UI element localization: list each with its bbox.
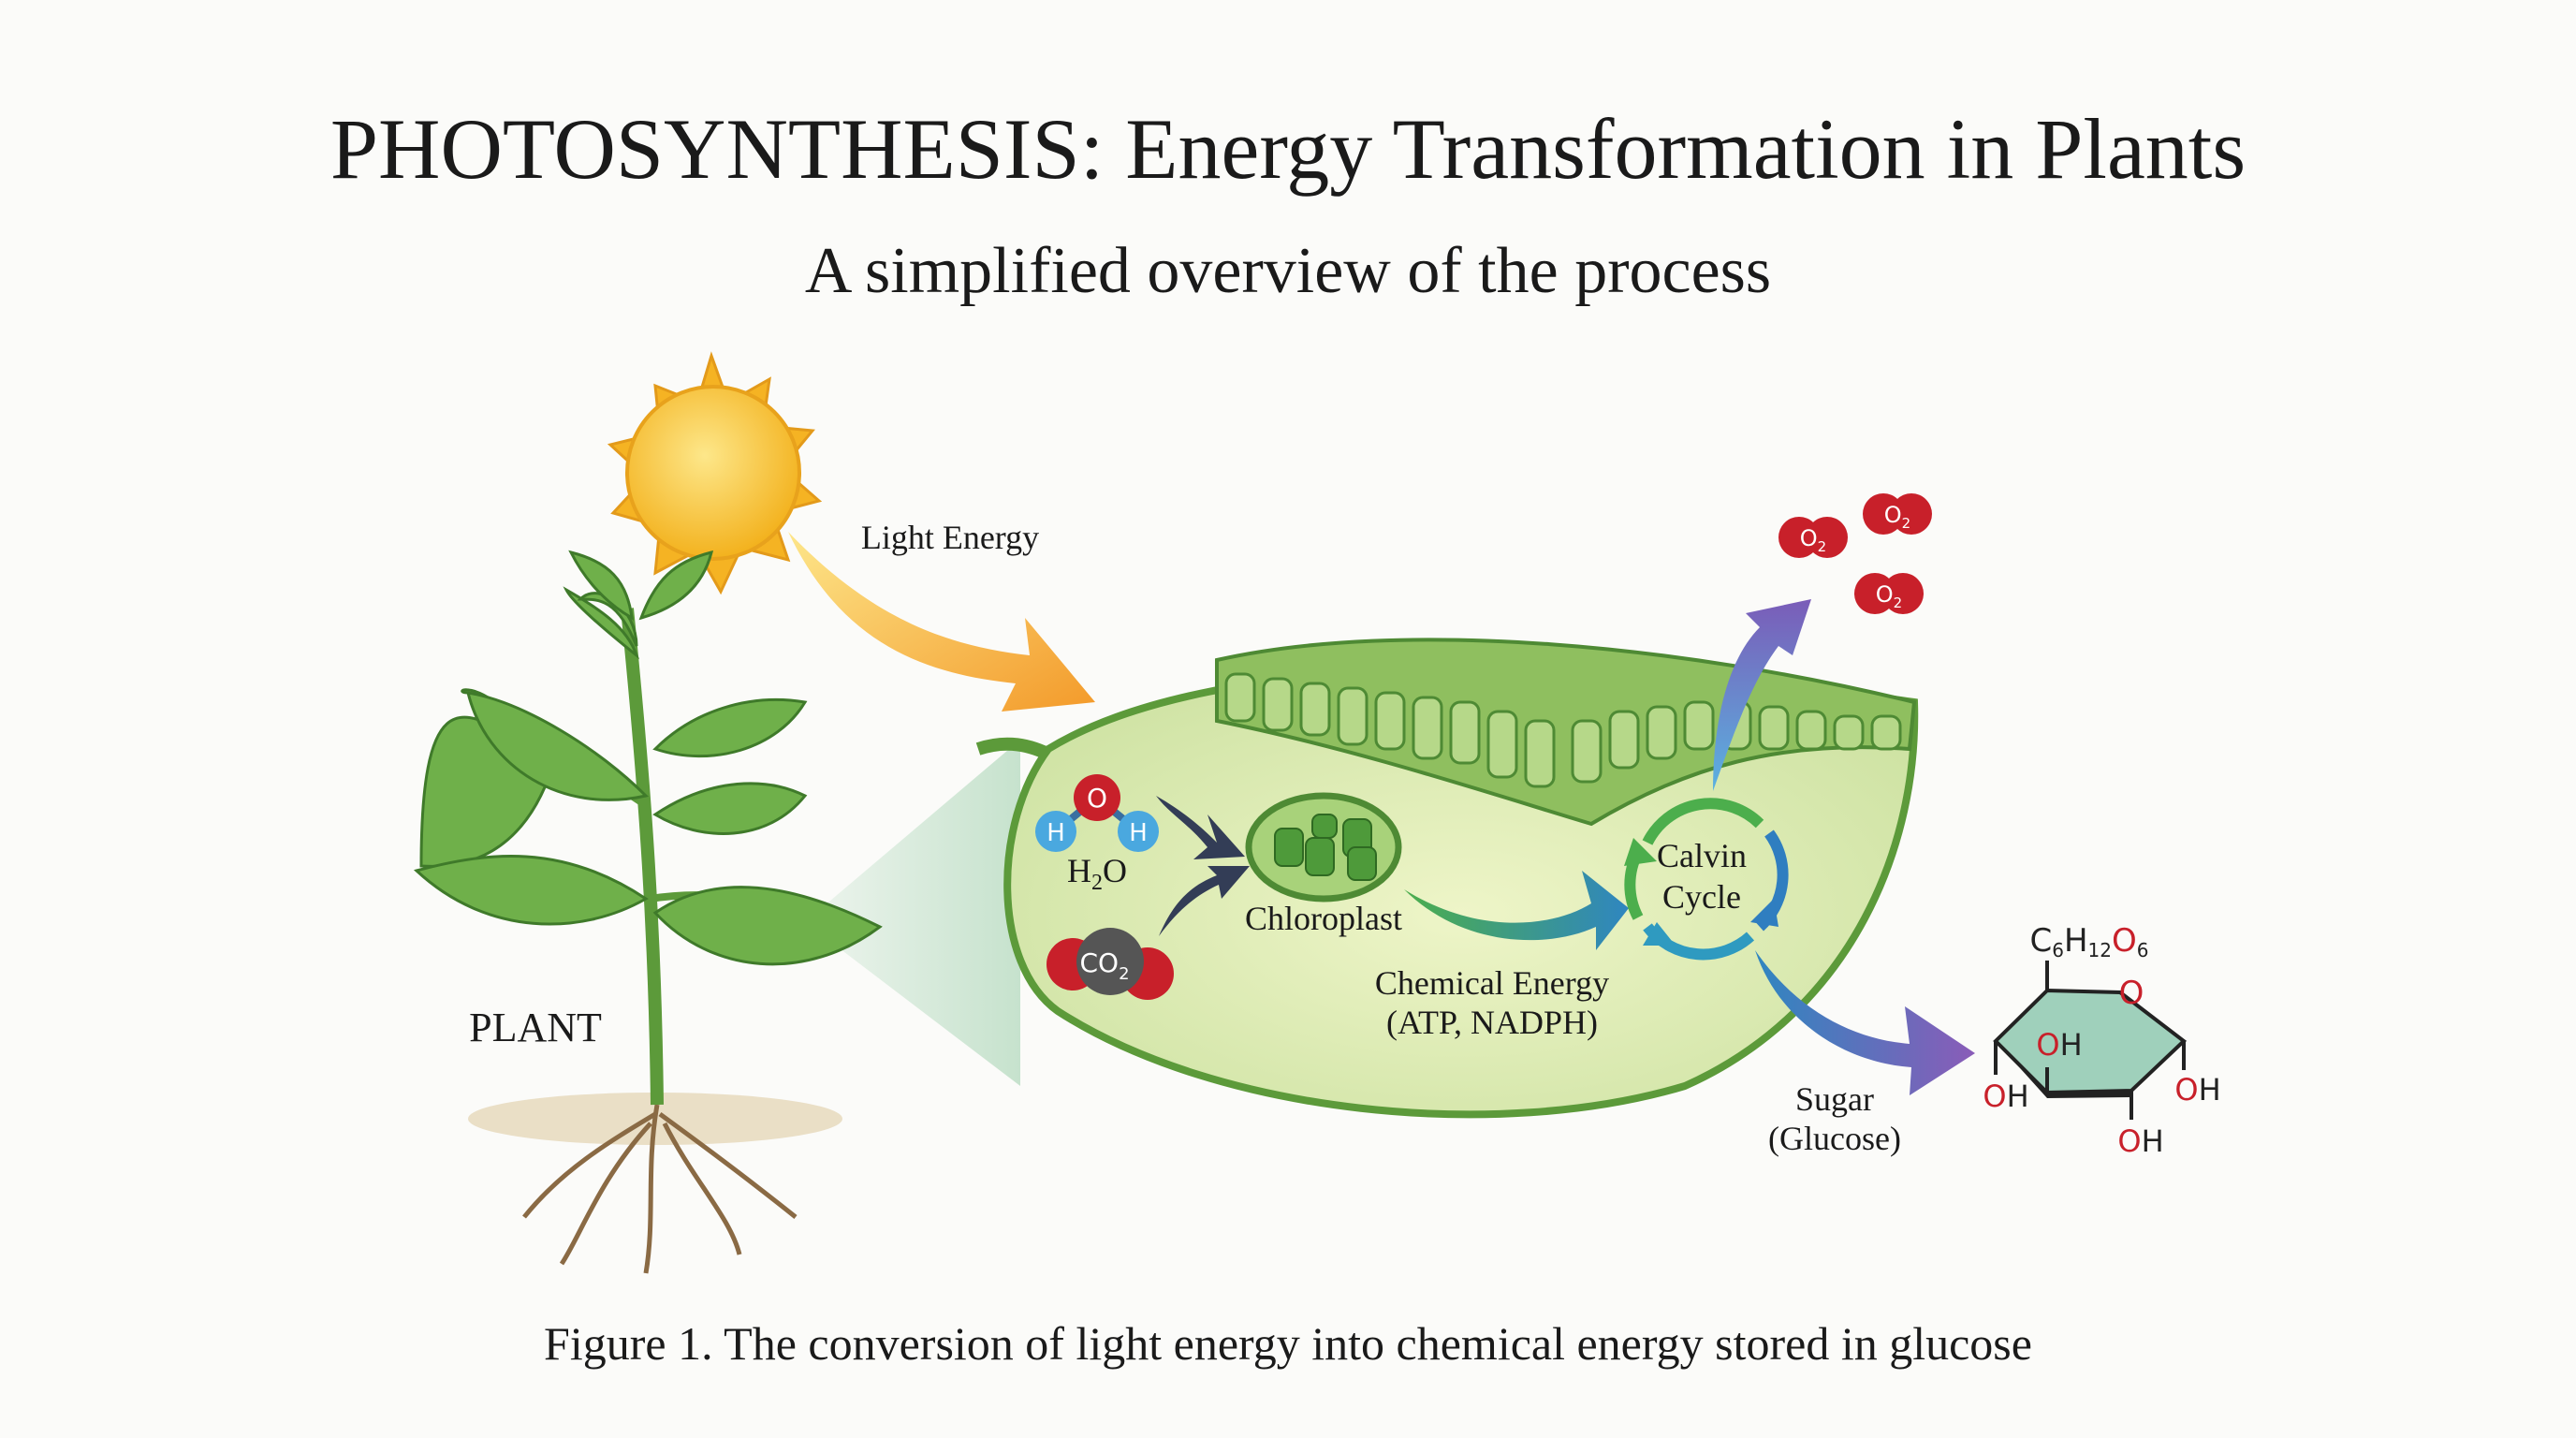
hydroxyl-group: OH bbox=[1983, 1078, 2028, 1114]
ring-oxygen: O bbox=[2119, 975, 2144, 1012]
water-molecule: O H H bbox=[1035, 774, 1159, 852]
oxygen-molecule: O2 bbox=[1778, 517, 1848, 558]
input-arrow bbox=[1159, 866, 1250, 936]
light-energy-arrow bbox=[788, 532, 1095, 712]
input-arrow bbox=[1156, 796, 1245, 859]
water-hydrogen-atom: H bbox=[1129, 819, 1148, 847]
oxygen-arrow bbox=[1713, 599, 1811, 791]
water-oxygen-atom: O bbox=[1087, 783, 1107, 814]
calvin-cycle-icon bbox=[1624, 798, 1789, 961]
hydroxyl-group: OH bbox=[2117, 1123, 2163, 1159]
hydroxyl-group: OH bbox=[2174, 1072, 2220, 1108]
svg-text:O2: O2 bbox=[1876, 581, 1902, 611]
co2-molecule: CO2 bbox=[1046, 928, 1174, 1000]
water-hydrogen-atom: H bbox=[1046, 819, 1065, 847]
calvin-cycle-label: Cycle bbox=[1662, 878, 1741, 916]
calvin-cycle-label: Calvin bbox=[1657, 837, 1747, 874]
leaf-cross-section bbox=[975, 638, 1919, 1119]
oxygen-molecule: O2 bbox=[1863, 493, 1932, 535]
sun-icon bbox=[607, 351, 823, 595]
sugar-arrow bbox=[1755, 950, 1975, 1095]
page-title: PHOTOSYNTHESIS: Energy Transformation in… bbox=[330, 101, 2246, 197]
chemical-energy-carriers: (ATP, NADPH) bbox=[1386, 1004, 1598, 1041]
oxygen-molecule: O2 bbox=[1854, 573, 1924, 614]
plant-label: PLANT bbox=[469, 1005, 602, 1050]
glucose-formula: C6H12O6 bbox=[2029, 922, 2148, 961]
glucose-label: (Glucose) bbox=[1768, 1120, 1901, 1157]
svg-text:CO2: CO2 bbox=[1079, 947, 1129, 984]
figure-caption: Figure 1. The conversion of light energy… bbox=[544, 1317, 2032, 1370]
chloroplast-label: Chloroplast bbox=[1245, 900, 1402, 937]
page-subtitle: A simplified overview of the process bbox=[805, 235, 1771, 307]
chloroplast-icon bbox=[1245, 792, 1402, 902]
chemical-energy-label: Chemical Energy bbox=[1375, 964, 1609, 1002]
glucose-structure: C6H12O6 O OH OH OH OH bbox=[1983, 922, 2220, 1159]
hydroxyl-group: OH bbox=[2036, 1027, 2082, 1063]
energy-arrow bbox=[1404, 871, 1629, 950]
water-label: H2O bbox=[1067, 852, 1127, 895]
light-energy-label: Light Energy bbox=[861, 519, 1039, 556]
svg-text:O2: O2 bbox=[1800, 525, 1826, 555]
zoom-beam bbox=[805, 740, 1020, 1086]
plant-illustration bbox=[413, 550, 883, 1274]
sugar-label: Sugar bbox=[1795, 1080, 1874, 1118]
svg-text:O2: O2 bbox=[1884, 502, 1910, 532]
